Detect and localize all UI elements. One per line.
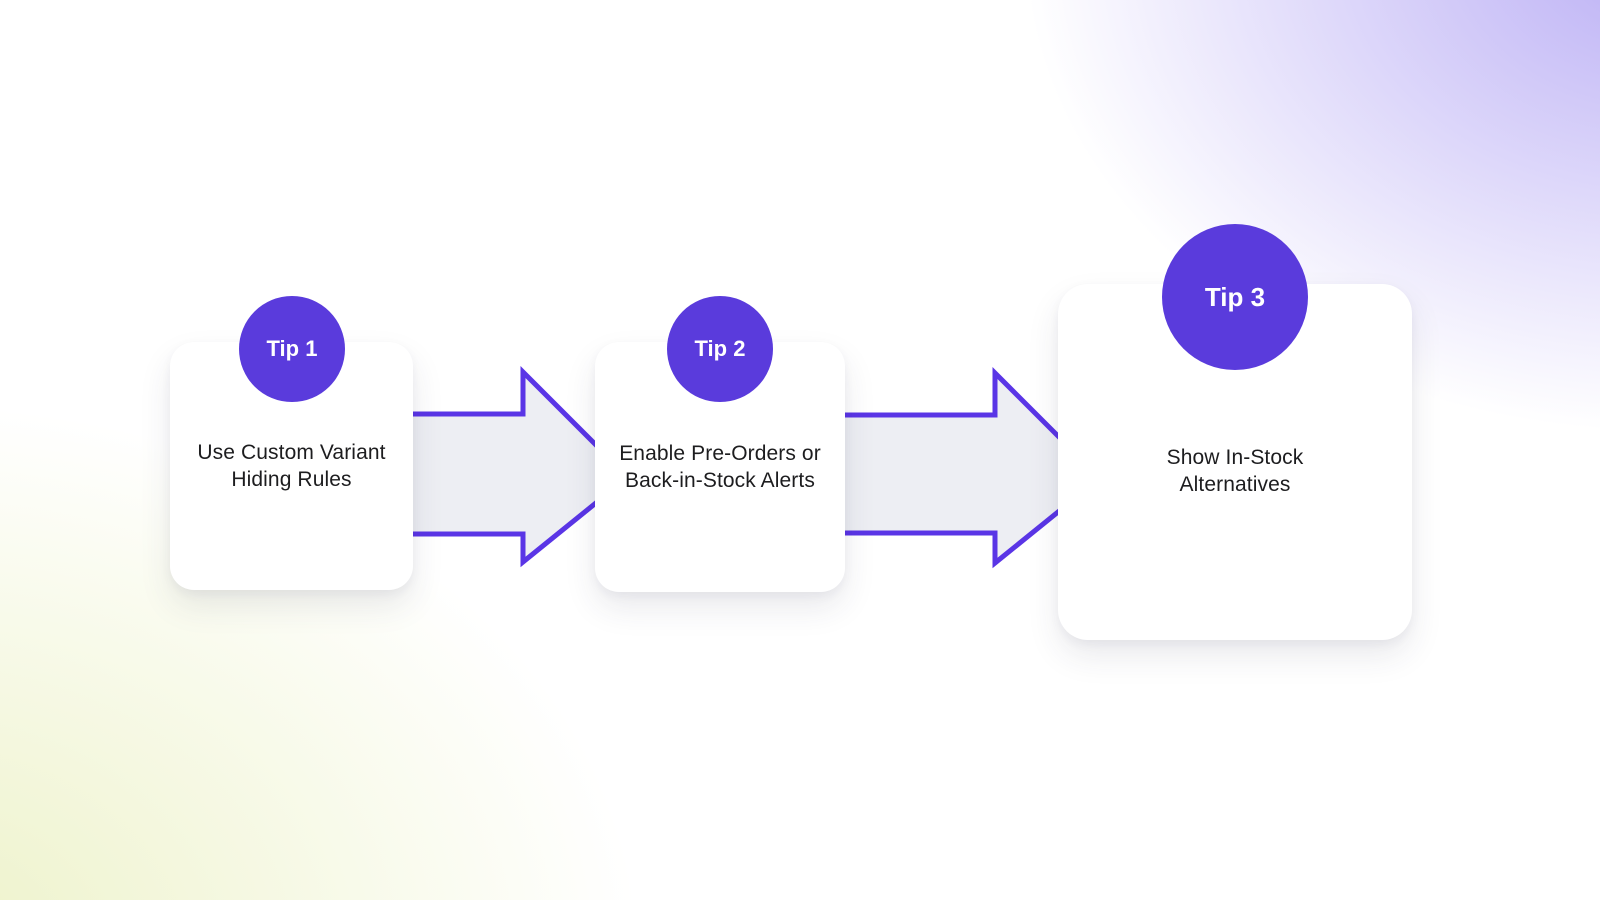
- step-label-1: Use Custom Variant Hiding Rules: [197, 439, 385, 494]
- step-badge-2-text: Tip 2: [694, 336, 746, 361]
- step-badge-3-text: Tip 3: [1204, 281, 1266, 312]
- step-badge-1: Tip 1: [239, 296, 345, 402]
- step-badge-3: Tip 3: [1162, 224, 1308, 370]
- step-label-1-line2: Hiding Rules: [231, 468, 352, 491]
- step-label-2: Enable Pre-Orders or Back-in-Stock Alert…: [619, 440, 821, 495]
- step-badge-1-text: Tip 1: [266, 336, 318, 361]
- step-label-1-line1: Use Custom Variant: [197, 440, 386, 464]
- step-label-3-line1: Show In-Stock: [1166, 445, 1304, 469]
- step-label-3-line2: Alternatives: [1179, 473, 1291, 496]
- step-badge-2: Tip 2: [667, 296, 773, 402]
- step-label-2-line2: Back-in-Stock Alerts: [625, 469, 815, 492]
- step-label-3: Show In-Stock Alternatives: [1167, 426, 1304, 499]
- step-label-2-line1: Enable Pre-Orders or: [619, 441, 821, 465]
